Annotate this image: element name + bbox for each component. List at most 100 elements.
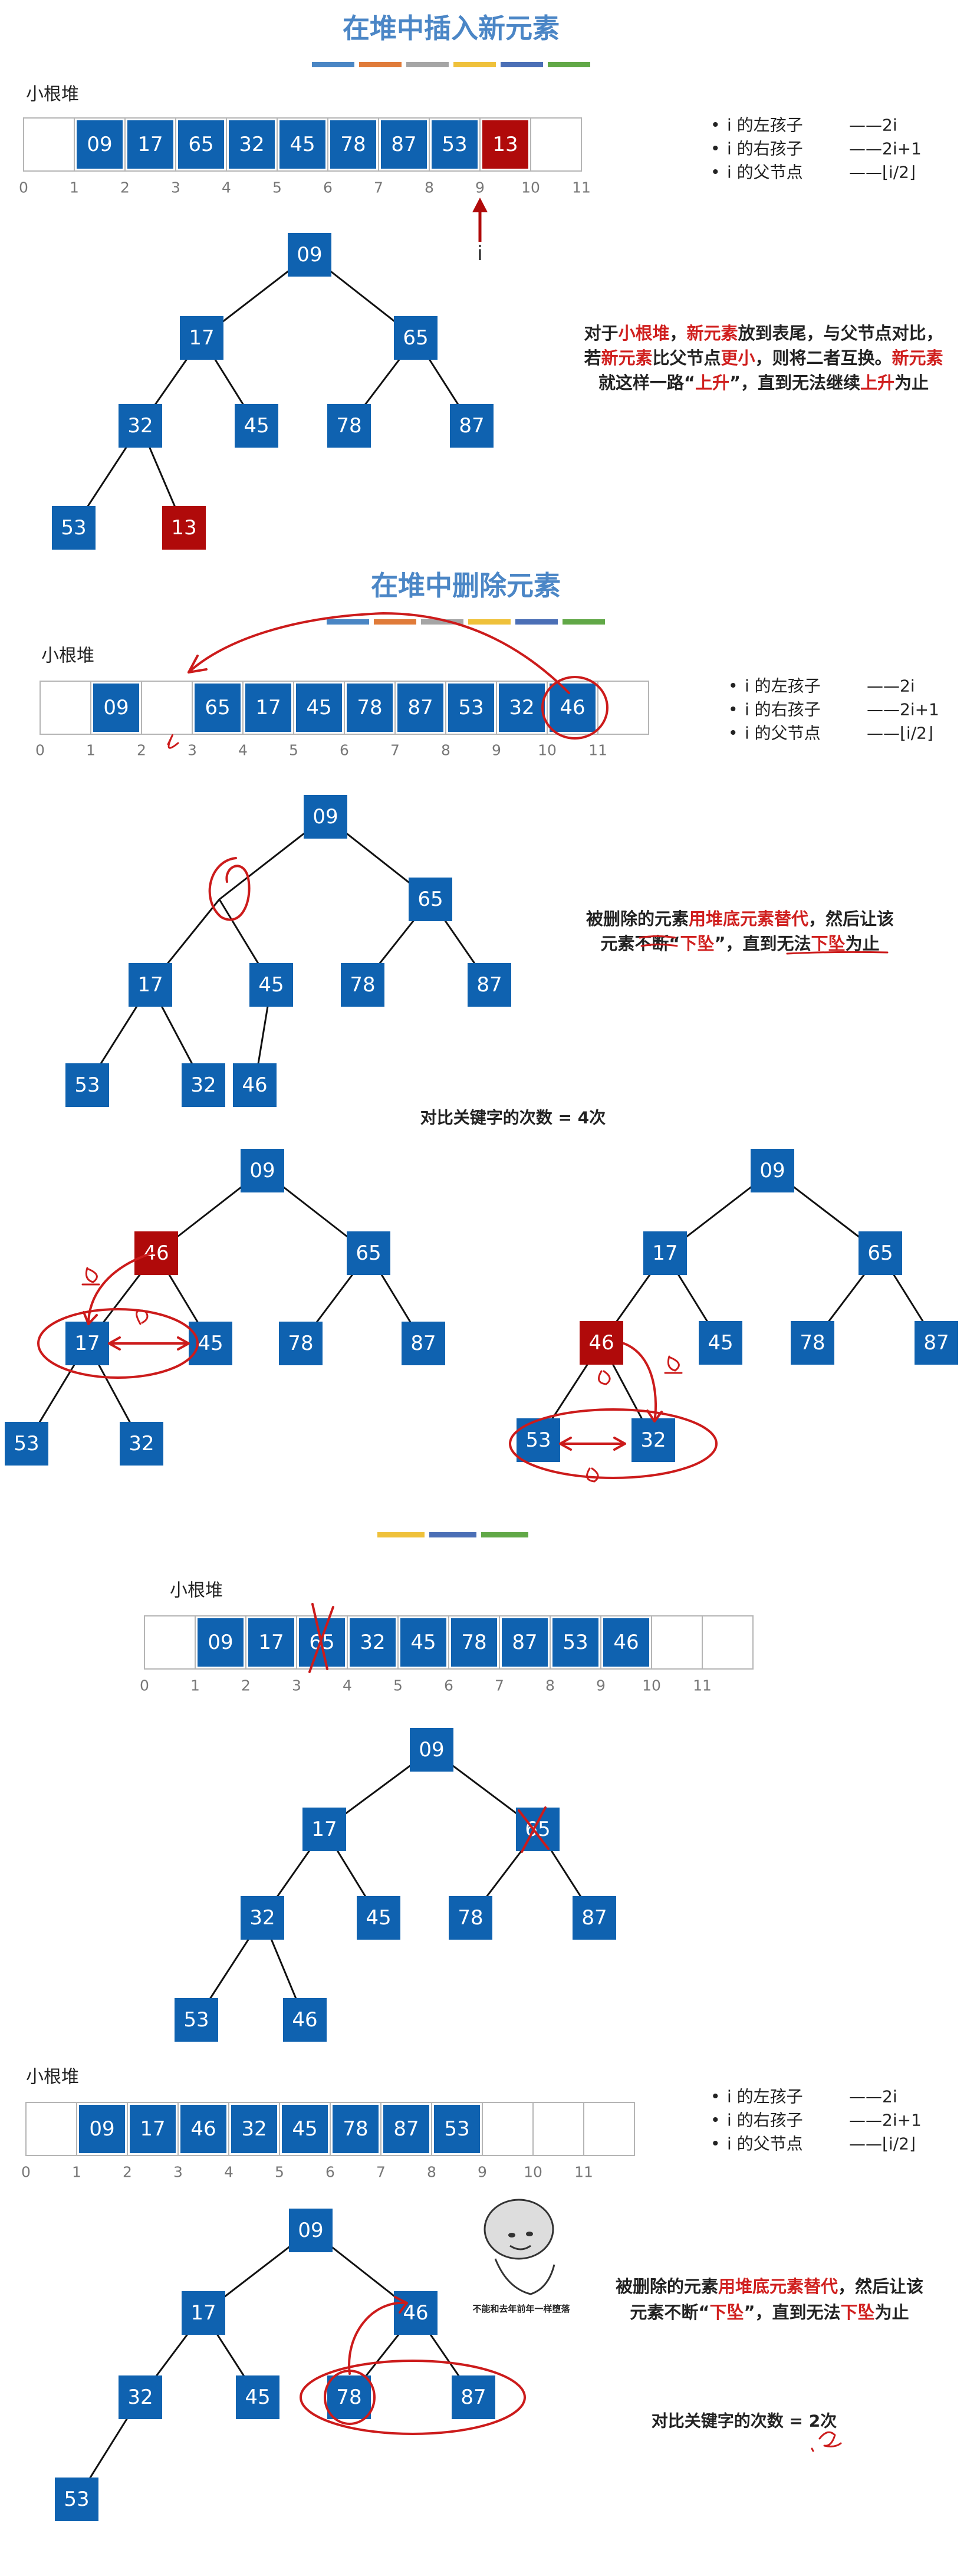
array-index: 8: [545, 1677, 555, 1694]
array-value: 45: [290, 133, 315, 156]
legend-item: i 的父节点: [745, 724, 821, 743]
compare-count: 对比关键字的次数 = 2次: [652, 2411, 837, 2431]
tree-node-value: 65: [867, 1241, 893, 1265]
array-value: 87: [512, 1631, 537, 1654]
tree-node: [450, 404, 494, 448]
array-value-box: [178, 120, 224, 169]
array-value-box: [603, 1618, 649, 1667]
array-value: 78: [340, 133, 366, 156]
tree-node: [409, 878, 452, 921]
handwritten-annotation: [541, 676, 609, 740]
handwritten-annotation: [639, 935, 678, 947]
tree-node-value: 45: [198, 1332, 223, 1355]
tree-node: [449, 1896, 492, 1940]
array-index: 7: [495, 1677, 504, 1694]
handwritten-annotation: [308, 1603, 334, 1673]
tree-node: [236, 2375, 279, 2419]
tree-node: [394, 316, 438, 360]
tree-node: [180, 316, 223, 360]
array-index: 4: [343, 1677, 352, 1694]
tree-node: [119, 404, 162, 448]
array-index: 0: [21, 2164, 31, 2181]
array-value: 87: [407, 696, 433, 719]
legend-bullet: •: [711, 2111, 721, 2130]
array-value-box: [502, 1618, 548, 1667]
array-cell: [530, 117, 582, 172]
array-index: 7: [390, 742, 400, 759]
array-label: 小根堆: [26, 2067, 79, 2088]
handwritten-annotation: [136, 1309, 149, 1325]
tree-node-value: 46: [292, 2008, 317, 2032]
array-index: 9: [492, 742, 501, 759]
decor-bar: [312, 62, 354, 67]
decor-bar: [481, 1532, 528, 1537]
tree-node: [283, 1998, 327, 2042]
tree-node: [347, 1231, 390, 1275]
tree-node: [249, 963, 293, 1007]
decor-bar: [453, 62, 496, 67]
array-value-box: [432, 120, 478, 169]
array-value-box: [279, 120, 325, 169]
array-index: 8: [425, 179, 434, 196]
tree-node-value: 32: [640, 1428, 666, 1452]
decor-bar: [374, 619, 416, 625]
legend-item: i 的右孩子: [727, 2111, 803, 2130]
tree-node: [52, 506, 96, 550]
array-label: 小根堆: [41, 646, 94, 666]
legend-item: i 的左孩子: [727, 2087, 803, 2107]
array-index: 10: [524, 2164, 542, 2181]
tree-node-value: 32: [249, 1906, 275, 1930]
array-value-box: [127, 120, 173, 169]
tree-node: [791, 1321, 834, 1365]
array-value-box: [93, 684, 139, 732]
array-value-box: [383, 2105, 429, 2153]
handwritten-annotation: [188, 655, 208, 673]
array-value: 32: [239, 133, 264, 156]
heap-tree: [5, 1149, 445, 1466]
legend-bullet: •: [711, 2087, 721, 2107]
tree-node: [751, 1149, 794, 1192]
tree-node-value: 78: [288, 1332, 313, 1355]
meme-sticker-icon: [484, 2199, 555, 2295]
array-index: 6: [444, 1677, 453, 1694]
legend-formula: ——2i: [849, 2087, 897, 2107]
legend-formula: ——2i+1: [849, 139, 922, 159]
array-value-box: [180, 2105, 226, 2153]
array-index: 6: [323, 179, 333, 196]
tree-node: [288, 233, 331, 277]
array-value: 46: [190, 2117, 216, 2141]
handwritten-annotation: [81, 1267, 100, 1286]
handwritten-annotation: [559, 1437, 626, 1451]
array-index: 9: [596, 1677, 606, 1694]
tree-node: [55, 2478, 98, 2521]
tree-node-value: 87: [581, 1906, 607, 1930]
tree-node: [129, 963, 172, 1007]
array-index: 10: [538, 742, 557, 759]
decor-bar: [359, 62, 402, 67]
legend-bullet: •: [711, 116, 721, 135]
legend-bullet: •: [711, 2134, 721, 2154]
array-value-box: [482, 120, 528, 169]
tree-node-value: 45: [708, 1331, 733, 1355]
tree-node: [643, 1231, 687, 1275]
tree-node: [410, 1728, 453, 1772]
tree-node: [279, 1322, 323, 1365]
array-value: 78: [461, 1631, 486, 1654]
tree-node: [235, 404, 278, 448]
handwritten-annotation: [811, 2447, 814, 2452]
array-index: 10: [521, 179, 540, 196]
array-value: 09: [89, 2117, 114, 2141]
legend-item: i 的父节点: [727, 2134, 803, 2154]
decor-bar: [548, 62, 590, 67]
array-value: 13: [492, 133, 518, 156]
tree-node-value: 17: [137, 973, 163, 997]
heap-tree: [55, 2209, 495, 2521]
array-value-box: [130, 2105, 176, 2153]
handwritten-annotation: [348, 2296, 408, 2375]
array-value-box: [245, 684, 291, 732]
array-index: 2: [123, 2164, 132, 2181]
tree-node: [580, 1321, 623, 1365]
tree-node-value: 09: [297, 243, 322, 267]
handwritten-annotation: [37, 1308, 199, 1379]
tree-node: [631, 1418, 675, 1462]
